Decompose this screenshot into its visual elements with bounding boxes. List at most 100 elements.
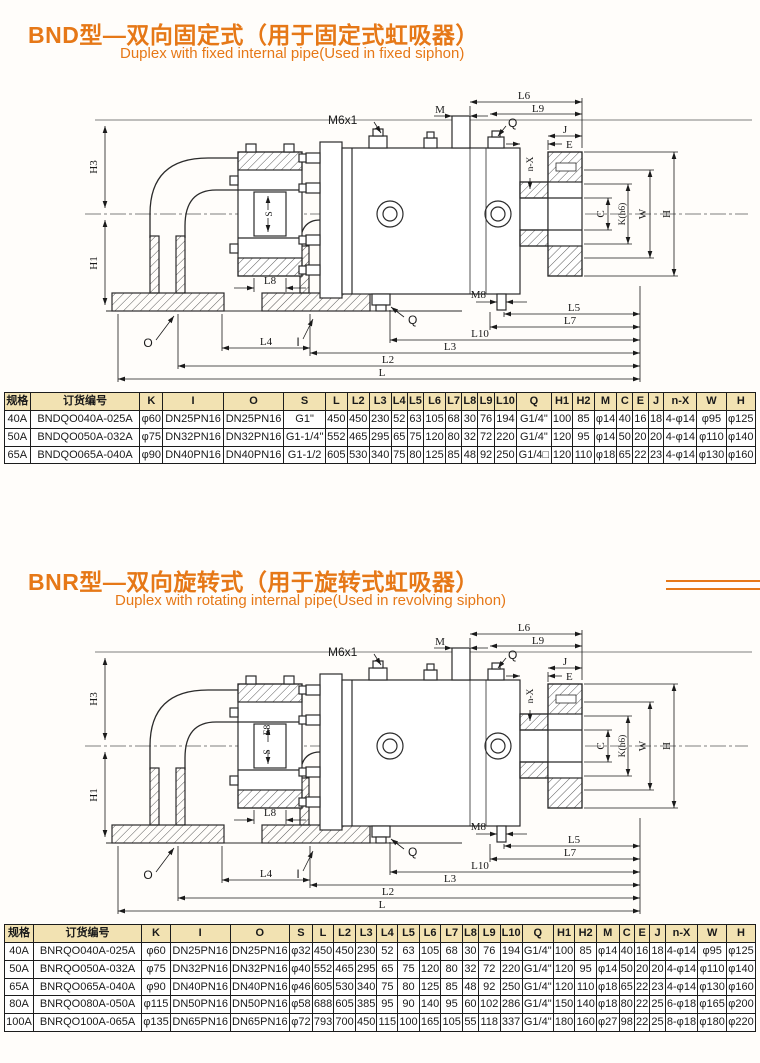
column-header: L9 (477, 924, 501, 943)
cell: φ60 (141, 941, 171, 961)
dim-l4: L4 (260, 336, 273, 348)
dim-j: J (563, 124, 568, 136)
cell: 115 (376, 1013, 399, 1033)
cell: 688 (311, 995, 335, 1015)
cell: 65A (4, 977, 34, 997)
dim-w: W (637, 740, 649, 751)
cell: φ60 (139, 409, 164, 429)
cell: φ110 (696, 427, 727, 447)
dim-l8: L8 (264, 275, 277, 287)
column-header: M (595, 924, 620, 943)
cell: 22 (633, 1013, 651, 1033)
column-header: H2 (572, 392, 595, 411)
column-header: Q (516, 392, 552, 411)
dim-l7: L7 (564, 847, 577, 859)
cell: G1/4□ (516, 445, 552, 465)
cell: 140 (574, 995, 597, 1015)
cell: 25 (649, 1013, 666, 1033)
cell: 450 (333, 941, 356, 961)
column-header: S (283, 392, 326, 411)
column-header: L2 (333, 924, 356, 943)
cell: 105 (418, 941, 442, 961)
cell: 32 (461, 959, 479, 979)
section-title-cn: BND型—双向固定式（用于固定式虹吸器） (28, 22, 479, 48)
cell: φ135 (141, 1013, 171, 1033)
dim-e8: E8 (263, 724, 273, 735)
dim-l: L (379, 367, 386, 379)
dim-m: M (435, 104, 445, 116)
section-title-en: Duplex with rotating internal pipe(Used … (115, 592, 507, 609)
cell: 30 (461, 409, 479, 429)
cell: 25 (649, 995, 666, 1015)
cell: DN32PN16 (229, 959, 291, 979)
dimension-labels: M6x1 H3 H1 M L6 L9 Q J E n-X C K(h6) W H… (88, 90, 673, 379)
cell: 95 (572, 427, 595, 447)
cell: 22 (633, 995, 651, 1015)
cell: DN25PN16 (229, 941, 291, 961)
cell: 4-φ14 (664, 959, 699, 979)
cell: 72 (477, 427, 495, 447)
column-header: L10 (499, 924, 523, 943)
cell: 220 (499, 959, 523, 979)
cell: G1/4" (521, 995, 554, 1015)
column-header: Q (521, 924, 554, 943)
cell: 92 (477, 445, 495, 465)
cell: 150 (552, 995, 576, 1015)
cell: 120 (550, 445, 574, 465)
cell: 793 (311, 1013, 335, 1033)
column-header: L2 (346, 392, 370, 411)
cell: DN32PN16 (162, 427, 224, 447)
column-header: K (141, 924, 171, 943)
cell: BNDQO050A-032A (29, 427, 141, 447)
dim-l6: L6 (518, 622, 531, 634)
dim-h3: H3 (88, 692, 100, 706)
column-header: L3 (354, 924, 378, 943)
dim-o: O (143, 868, 152, 882)
cell: 286 (499, 995, 523, 1015)
cell: 4-φ14 (663, 445, 698, 465)
cell: G1/4" (521, 941, 554, 961)
cell: 120 (423, 427, 446, 447)
cell: 4-φ14 (663, 427, 698, 447)
cell: 295 (368, 427, 392, 447)
cell: 340 (354, 977, 378, 997)
cell: 22 (633, 977, 651, 997)
cell: φ14 (593, 427, 618, 447)
cell: 295 (354, 959, 378, 979)
cell: φ14 (595, 959, 620, 979)
cell: 92 (477, 977, 501, 997)
dim-l8: L8 (264, 807, 277, 819)
dim-l6: L6 (518, 90, 531, 102)
column-header: 订货编号 (32, 924, 143, 943)
cell: 20 (633, 959, 651, 979)
dim-c: C (595, 742, 607, 749)
cell: 194 (499, 941, 523, 961)
cell: 72 (477, 959, 501, 979)
dim-i: I (296, 867, 299, 881)
cell: DN25PN16 (169, 941, 231, 961)
cell: 76 (477, 409, 495, 429)
cell: 48 (461, 445, 479, 465)
cell: φ14 (595, 941, 620, 961)
cell: 220 (493, 427, 518, 447)
cell: G1" (283, 409, 326, 429)
dim-l9: L9 (532, 103, 545, 115)
dimension-labels: M6x1 H3 H1 M L6 L9 Q J E n-X C K(h6) W H… (88, 622, 673, 911)
cell: 530 (333, 977, 356, 997)
dim-l7: L7 (564, 315, 577, 327)
dim-i: I (296, 335, 299, 349)
cell: 60 (461, 995, 479, 1015)
cell: G1/4" (521, 977, 554, 997)
cell: 100 (552, 941, 576, 961)
cell: φ18 (593, 445, 618, 465)
section-title-cn: BNR型—双向旋转式（用于旋转式虹吸器） (28, 569, 479, 595)
dim-w: W (637, 208, 649, 219)
cell: BNRQO050A-032A (32, 959, 143, 979)
cell: 250 (493, 445, 518, 465)
bnd-technical-drawing: M6x1 H3 H1 M L6 L9 Q J E n-X C K(h6) W H… (0, 90, 760, 386)
cell: G1/4" (516, 427, 552, 447)
cell: 75 (376, 977, 399, 997)
